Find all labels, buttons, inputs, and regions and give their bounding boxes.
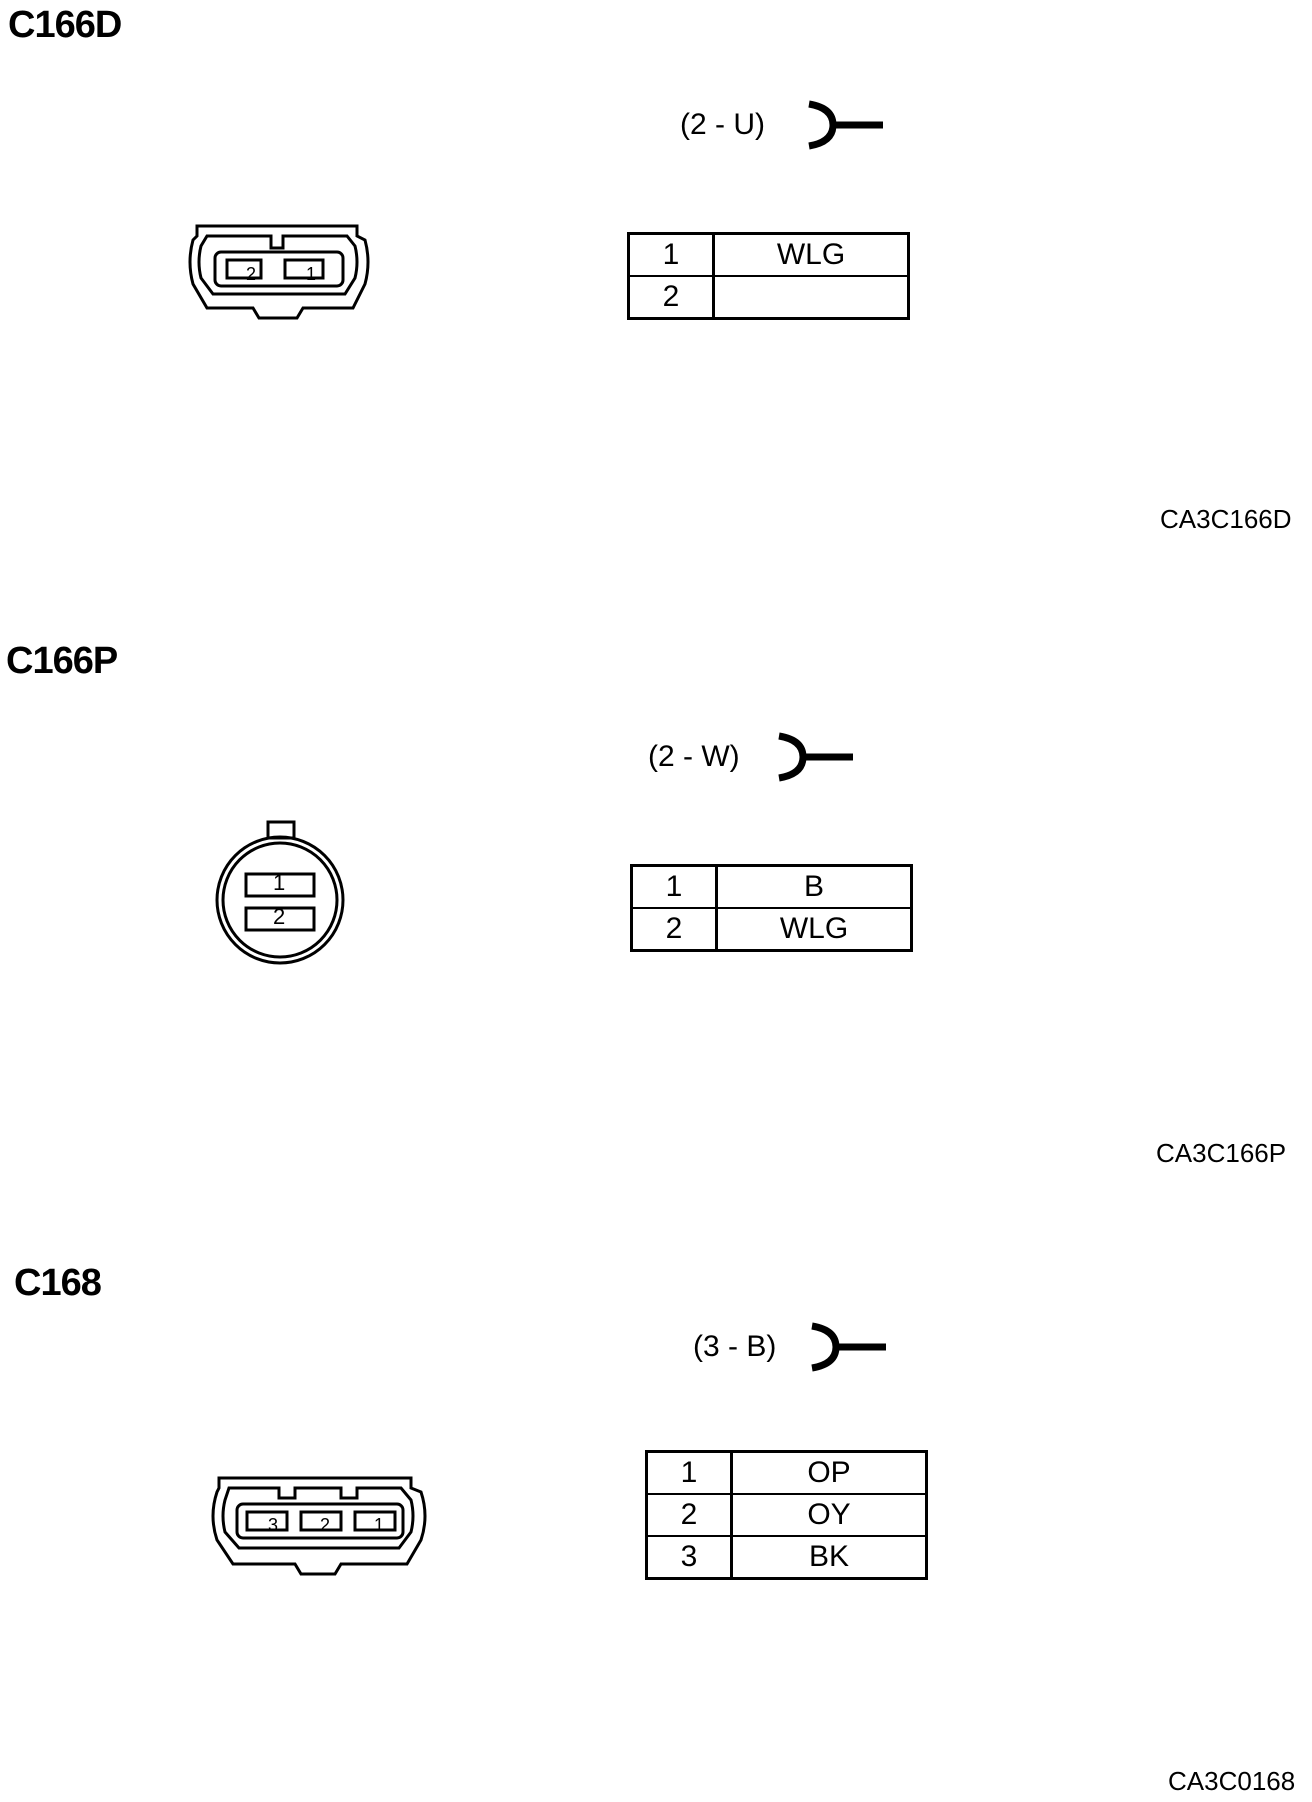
pin-number: 2 [627, 275, 715, 320]
face-label: 2 [246, 264, 257, 284]
pin-number: 1 [627, 232, 715, 277]
table-row: 2 [627, 275, 910, 320]
table-row: 3 BK [645, 1535, 928, 1580]
pin-table: 1 B 2 WLG [630, 864, 913, 952]
pin-number: 1 [645, 1450, 733, 1495]
table-row: 1 OP [645, 1450, 928, 1495]
connector-spec: (3 - B) [693, 1330, 777, 1363]
connector-title: C168 [14, 1262, 102, 1304]
connector-face-3pin-rect [211, 1476, 427, 1576]
pin-table: 1 WLG 2 [627, 232, 910, 320]
pin-table: 1 OP 2 OY 3 BK [645, 1450, 928, 1580]
wire-color: OY [730, 1493, 928, 1537]
pin-number: 1 [630, 864, 718, 909]
table-row: 2 WLG [630, 907, 913, 952]
pin-number: 2 [630, 907, 718, 952]
face-label: 2 [273, 904, 286, 929]
table-row: 2 OY [645, 1493, 928, 1537]
connector-face-2pin-rect [188, 224, 370, 320]
connector-plug-icon [808, 100, 883, 150]
pin-number: 2 [645, 1493, 733, 1537]
connector-spec: (2 - U) [680, 108, 765, 141]
diagram-code: CA3C166P [1156, 1138, 1287, 1168]
connector-spec: (2 - W) [648, 740, 740, 773]
wire-color: BK [730, 1535, 928, 1580]
wire-color: WLG [715, 907, 913, 952]
face-label: 1 [273, 870, 286, 895]
pin-number: 3 [645, 1535, 733, 1580]
connector-title: C166P [6, 640, 118, 682]
face-label: 1 [306, 264, 317, 284]
connector-plug-icon [811, 1322, 886, 1372]
wire-color: WLG [712, 232, 910, 277]
table-row: 1 B [630, 864, 913, 909]
wire-color: OP [730, 1450, 928, 1495]
diagram-code: CA3C166D [1160, 504, 1292, 534]
connector-title: C166D [8, 4, 122, 46]
face-label: 1 [374, 1515, 385, 1535]
wire-color: B [715, 864, 913, 909]
connector-plug-icon [778, 732, 853, 782]
face-label: 3 [268, 1515, 279, 1535]
diagram-code: CA3C0168 [1168, 1766, 1296, 1796]
face-label: 2 [320, 1515, 331, 1535]
wire-color [712, 275, 910, 320]
connector-face-2pin-round [215, 820, 345, 965]
table-row: 1 WLG [627, 232, 910, 277]
